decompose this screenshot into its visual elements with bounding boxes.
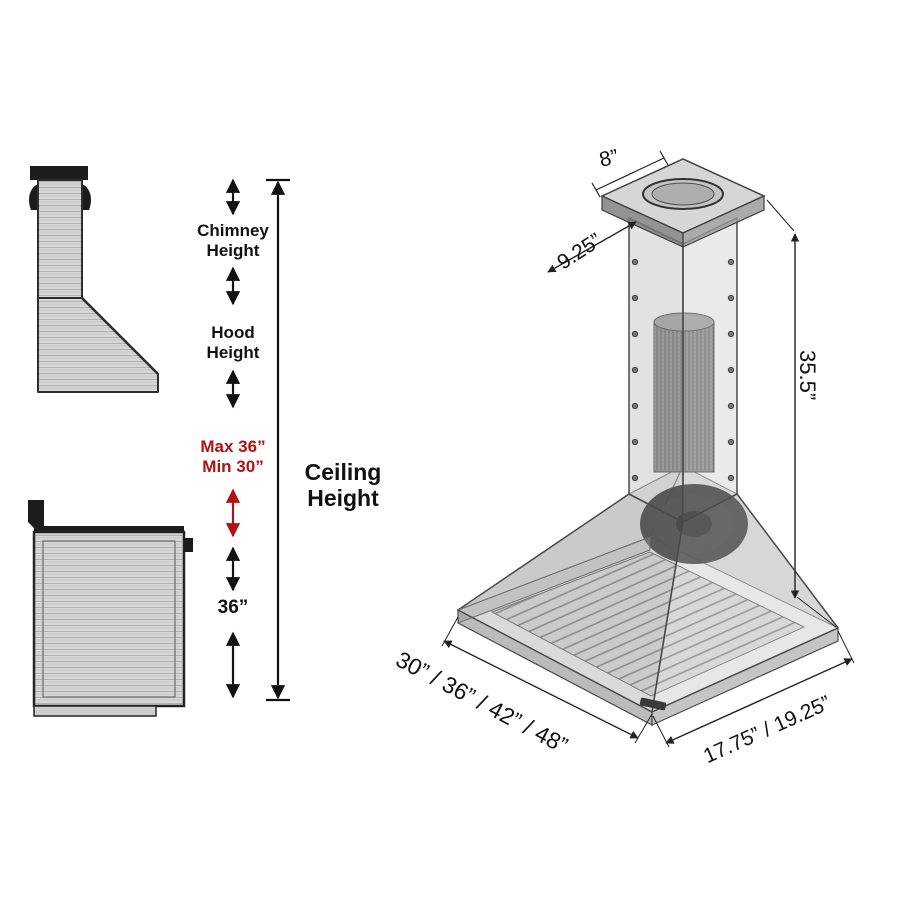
hood-side-profile-view bbox=[29, 166, 159, 393]
hood-height-label: Hood Height bbox=[206, 323, 260, 363]
ceiling-height-arrow bbox=[266, 178, 290, 702]
side-right-flange bbox=[82, 184, 91, 210]
hood-isometric-view bbox=[441, 150, 855, 748]
brand-badge bbox=[639, 697, 667, 711]
front-hood-body bbox=[32, 530, 186, 708]
side-chimney bbox=[37, 179, 83, 299]
front-side-tab bbox=[184, 538, 193, 552]
inner-filter-cylinder bbox=[653, 312, 715, 473]
front-bottom-lip bbox=[33, 705, 157, 717]
chimney-height-label: Chimney Height bbox=[197, 221, 269, 261]
hood-front-profile-view bbox=[28, 500, 193, 717]
side-left-flange bbox=[29, 184, 38, 210]
chimney-cap bbox=[600, 158, 766, 248]
stove-clearance-label: 36” bbox=[217, 597, 249, 618]
chimney-height-dimension: 35.5” bbox=[795, 350, 820, 401]
iso-dimension-lines bbox=[441, 150, 855, 748]
side-hood-body bbox=[37, 297, 159, 393]
ceiling-height-label: Ceiling Height bbox=[304, 459, 382, 512]
side-chimney-cap bbox=[30, 166, 88, 180]
front-mount-bracket bbox=[28, 500, 44, 530]
max-min-mount-label: Max 36” Min 30” bbox=[200, 437, 266, 477]
blower-motor bbox=[640, 484, 748, 564]
chimney-screws bbox=[631, 258, 735, 482]
